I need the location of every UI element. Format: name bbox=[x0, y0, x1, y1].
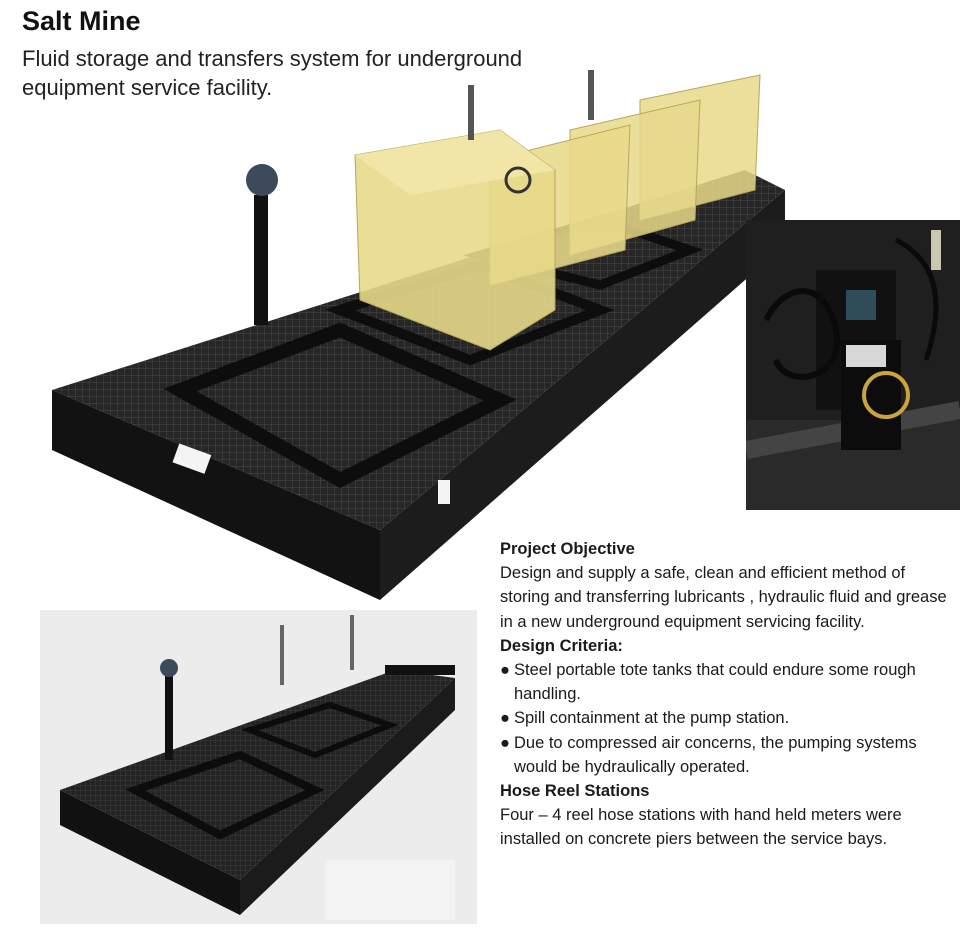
project-details: Project Objective Design and supply a sa… bbox=[500, 537, 950, 852]
hose-body: Four – 4 reel hose stations with hand he… bbox=[500, 806, 902, 849]
platform-overview-photo bbox=[40, 610, 477, 924]
bullet-icon: ● bbox=[500, 661, 510, 680]
bullet-icon: ● bbox=[500, 733, 510, 752]
hydraulic-pump-closeup-photo bbox=[746, 220, 960, 510]
bullet-icon: ● bbox=[500, 709, 510, 728]
list-item: ● Spill containment at the pump station. bbox=[500, 706, 950, 730]
list-item: ● Due to compressed air concerns, the pu… bbox=[500, 731, 950, 779]
hose-heading: Hose Reel Stations bbox=[500, 782, 650, 801]
criteria-list: ● Steel portable tote tanks that could e… bbox=[500, 658, 950, 779]
objective-body: Design and supply a safe, clean and effi… bbox=[500, 564, 947, 631]
page-title: Salt Mine bbox=[22, 6, 141, 36]
list-item: ● Steel portable tote tanks that could e… bbox=[500, 658, 950, 706]
page-subtitle: Fluid storage and transfers system for u… bbox=[22, 46, 523, 100]
criteria-item-text: Due to compressed air concerns, the pump… bbox=[514, 733, 917, 776]
objective-heading: Project Objective bbox=[500, 540, 635, 558]
criteria-item-text: Spill containment at the pump station. bbox=[514, 709, 790, 728]
containment-platform-photo bbox=[40, 60, 790, 605]
criteria-heading: Design Criteria: bbox=[500, 636, 623, 655]
criteria-item-text: Steel portable tote tanks that could end… bbox=[514, 661, 916, 704]
